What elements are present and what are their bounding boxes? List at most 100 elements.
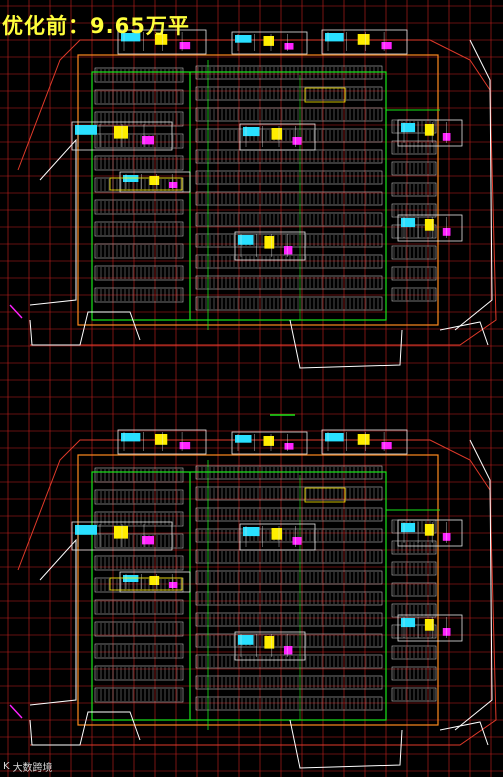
elevator-core bbox=[424, 619, 434, 631]
callout-box bbox=[304, 487, 346, 503]
parking-row bbox=[94, 533, 184, 549]
parking-row bbox=[94, 665, 184, 681]
watermark-text: 大数跨境 bbox=[12, 763, 53, 774]
elevator-core bbox=[263, 36, 274, 46]
tower-core bbox=[71, 121, 173, 151]
building-outline bbox=[289, 319, 403, 369]
shaft-marker bbox=[284, 443, 294, 450]
parking-row bbox=[391, 603, 437, 618]
shaft-marker bbox=[142, 136, 154, 145]
tower-core bbox=[117, 429, 207, 455]
stair-core bbox=[401, 618, 416, 628]
elevator-core bbox=[271, 128, 282, 140]
parking-row bbox=[94, 111, 184, 127]
stair-core bbox=[75, 525, 97, 535]
stair-core bbox=[235, 35, 252, 43]
parking-row bbox=[195, 570, 383, 585]
shaft-marker bbox=[381, 442, 392, 450]
watermark: K 大数跨境 bbox=[3, 759, 53, 774]
stair-core bbox=[243, 127, 260, 137]
building-outline bbox=[289, 719, 403, 769]
elevator-core bbox=[149, 576, 160, 585]
stair-core bbox=[238, 235, 254, 245]
site-outline-left bbox=[29, 538, 77, 706]
parking-row bbox=[195, 528, 383, 543]
shaft-marker bbox=[442, 628, 451, 636]
stair-core bbox=[238, 635, 254, 645]
parking-row bbox=[391, 287, 437, 302]
tower-core bbox=[321, 429, 408, 455]
parking-row bbox=[94, 67, 184, 83]
parking-row bbox=[195, 275, 383, 290]
elevator-core bbox=[114, 526, 128, 539]
parking-row bbox=[391, 140, 437, 155]
tower-core bbox=[119, 571, 191, 593]
parking-row bbox=[195, 296, 383, 311]
parking-row bbox=[195, 212, 383, 227]
page-title: 优化前：9.65万平 bbox=[2, 14, 190, 38]
site-outline-right bbox=[454, 39, 493, 331]
elevator-core bbox=[264, 236, 275, 249]
parking-row bbox=[94, 221, 184, 237]
basement-wall bbox=[77, 454, 439, 726]
parking-row bbox=[195, 675, 383, 690]
tower-core bbox=[397, 119, 463, 147]
parking-row bbox=[391, 666, 437, 681]
elevator-core bbox=[424, 124, 434, 136]
shaft-marker bbox=[179, 42, 191, 50]
elevator-core bbox=[424, 219, 434, 231]
parking-row bbox=[94, 133, 184, 149]
elevator-core bbox=[424, 524, 434, 536]
drive-lane-loop bbox=[91, 71, 387, 321]
parking-row bbox=[391, 203, 437, 218]
callout-box bbox=[109, 177, 183, 191]
tower-core bbox=[117, 29, 207, 55]
shaft-marker bbox=[292, 537, 302, 545]
shaft-marker bbox=[442, 228, 451, 236]
tower-core bbox=[321, 29, 408, 55]
tower-core bbox=[239, 523, 316, 551]
stair-core bbox=[243, 527, 260, 537]
parking-row bbox=[195, 696, 383, 711]
stair-core bbox=[401, 123, 416, 133]
parking-row bbox=[195, 612, 383, 627]
parking-row bbox=[94, 599, 184, 615]
stair-core bbox=[235, 435, 252, 443]
parking-row bbox=[94, 89, 184, 105]
parking-row bbox=[391, 245, 437, 260]
parking-row bbox=[195, 128, 383, 143]
elevator-core bbox=[154, 434, 168, 445]
parking-row bbox=[195, 107, 383, 122]
parking-row bbox=[94, 467, 184, 483]
tower-core bbox=[234, 631, 306, 661]
parking-row bbox=[94, 687, 184, 703]
stair-core bbox=[121, 433, 141, 442]
tower-core bbox=[231, 31, 308, 55]
elevator-core bbox=[357, 34, 370, 45]
tower-core bbox=[119, 171, 191, 193]
tower-core bbox=[397, 614, 463, 642]
tower-core bbox=[239, 123, 316, 151]
shaft-marker bbox=[179, 442, 191, 450]
parking-row bbox=[195, 507, 383, 522]
tower-core bbox=[231, 431, 308, 455]
tower-core bbox=[234, 231, 306, 261]
shaft-marker bbox=[442, 533, 451, 541]
parking-row bbox=[94, 621, 184, 637]
stair-core bbox=[75, 125, 97, 135]
stair-core bbox=[325, 33, 344, 42]
site-outline-right bbox=[454, 439, 493, 731]
stair-core bbox=[123, 175, 139, 182]
stair-core bbox=[325, 433, 344, 442]
parking-row bbox=[391, 161, 437, 176]
parking-row bbox=[195, 191, 383, 206]
parking-row bbox=[391, 540, 437, 555]
parking-row bbox=[195, 86, 383, 101]
elevator-core bbox=[149, 176, 160, 185]
stair-core bbox=[121, 33, 141, 42]
parking-row bbox=[195, 654, 383, 669]
building-outline bbox=[439, 721, 489, 746]
parking-row bbox=[94, 243, 184, 259]
building-outline bbox=[29, 311, 141, 346]
basement-wall bbox=[77, 54, 439, 326]
